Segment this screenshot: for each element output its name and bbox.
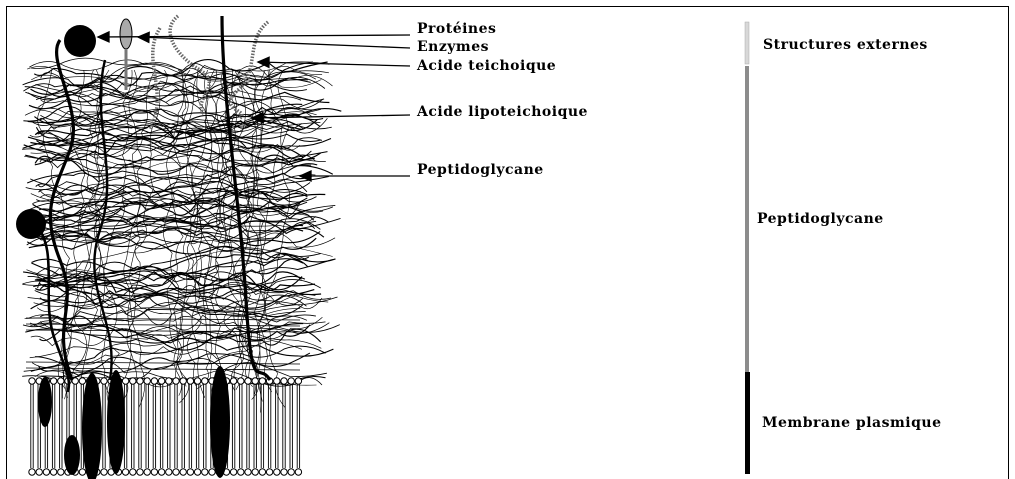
lipid-head-outer [259, 378, 265, 384]
lipid-head-outer [151, 378, 157, 384]
teichoic-strand [170, 16, 209, 115]
bar-structures-externes [745, 22, 749, 64]
lipid-head-inner [122, 469, 128, 475]
bar-membrane-plasmique [745, 372, 750, 474]
lipid-head-inner [144, 469, 150, 475]
lipid-head-inner [266, 469, 272, 475]
teichoic-strand [150, 28, 160, 130]
layer-label-peptidoglycane: Peptidoglycane [757, 211, 884, 227]
lipid-head-inner [58, 469, 64, 475]
arrow-enzymes [138, 37, 410, 48]
lipid-head-inner [130, 469, 136, 475]
lipid-head-outer [274, 378, 280, 384]
lipid-head-inner [187, 469, 193, 475]
lipid-head-inner [288, 469, 294, 475]
lipid-head-inner [137, 469, 143, 475]
wall-structures [16, 16, 270, 392]
lipid-head-outer [158, 378, 164, 384]
lipid-head-inner [79, 469, 85, 475]
lipid-head-inner [259, 469, 265, 475]
lipid-head-inner [29, 469, 35, 475]
lipid-head-outer [173, 378, 179, 384]
layer-label-structures-externes: Structures externes [763, 37, 928, 53]
label-acide-teichoique: Acide teichoique [417, 58, 556, 74]
membrane-protein [107, 370, 125, 474]
lipid-head-outer [252, 378, 258, 384]
label-peptidoglycane: Peptidoglycane [417, 162, 544, 178]
label-enzymes: Enzymes [417, 39, 489, 55]
lipid-head-outer [245, 378, 251, 384]
lipid-head-inner [295, 469, 301, 475]
lipid-head-outer [238, 378, 244, 384]
membrane-protein [64, 435, 80, 475]
arrow-acide-teichoique [258, 62, 410, 66]
lipid-head-outer [166, 378, 172, 384]
lipid-head-outer [79, 378, 85, 384]
lipid-head-inner [43, 469, 49, 475]
lipid-head-outer [101, 378, 107, 384]
lipid-head-inner [230, 469, 236, 475]
lipid-head-inner [36, 469, 42, 475]
lipid-head-outer [194, 378, 200, 384]
lipid-head-inner [202, 469, 208, 475]
lipid-head-inner [151, 469, 157, 475]
lipid-head-inner [158, 469, 164, 475]
lipid-head-inner [281, 469, 287, 475]
label-proteines: Protéines [417, 21, 496, 37]
lipid-head-outer [295, 378, 301, 384]
lipid-head-outer [180, 378, 186, 384]
lipid-head-outer [122, 378, 128, 384]
lipid-head-outer [29, 378, 35, 384]
lipid-head-inner [180, 469, 186, 475]
mesh-strand [192, 70, 217, 398]
arrow-peptidoglycane-head [300, 171, 311, 181]
lipid-head-inner [209, 469, 215, 475]
lipid-head-outer [137, 378, 143, 384]
lipid-head-outer [288, 378, 294, 384]
membrane-protein [210, 366, 230, 478]
lipid-head-outer [58, 378, 64, 384]
lipid-head-outer [130, 378, 136, 384]
arrow-acide-lipoteichoique [252, 115, 410, 118]
layer-bars [745, 22, 750, 474]
membrane-protein [38, 377, 52, 427]
lipid-head-inner [50, 469, 56, 475]
lipid-head-inner [245, 469, 251, 475]
enzyme [120, 19, 132, 49]
membrane-protein [82, 373, 102, 479]
label-acide-lipoteichoique: Acide lipoteichoique [417, 104, 588, 120]
lipid-head-inner [101, 469, 107, 475]
lipid-head-outer [230, 378, 236, 384]
mesh-strand [41, 234, 310, 262]
lipid-head-inner [166, 469, 172, 475]
lipid-head-inner [194, 469, 200, 475]
lipid-head-outer [202, 378, 208, 384]
protein-blob [64, 25, 96, 57]
arrow-enzymes-head [138, 32, 149, 42]
lipid-head-inner [252, 469, 258, 475]
lipid-head-inner [238, 469, 244, 475]
lipid-head-outer [50, 378, 56, 384]
layer-label-membrane-plasmique: Membrane plasmique [762, 415, 941, 431]
lipid-head-inner [274, 469, 280, 475]
arrow-proteines-head [98, 32, 109, 42]
lipid-head-inner [173, 469, 179, 475]
lipid-head-outer [281, 378, 287, 384]
bar-peptidoglycane [745, 66, 749, 372]
lipid-head-outer [144, 378, 150, 384]
lipid-head-outer [187, 378, 193, 384]
